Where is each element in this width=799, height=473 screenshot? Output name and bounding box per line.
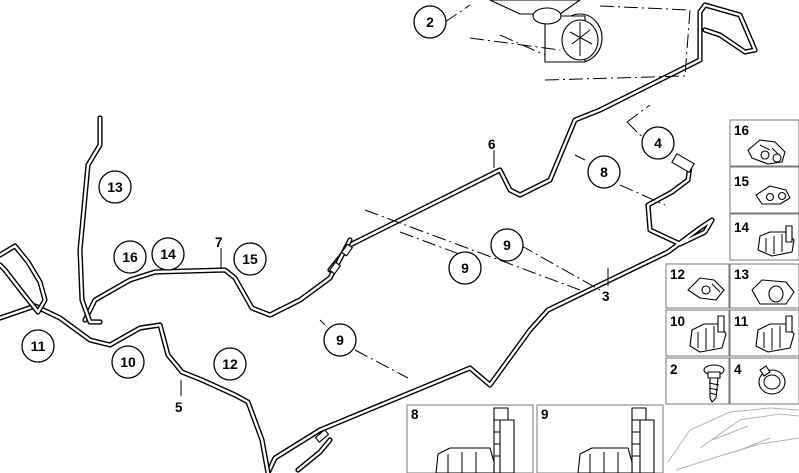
part-cell-8: 8: [406, 404, 534, 473]
part-9-label: 9: [541, 407, 549, 422]
label-3: 3: [602, 268, 610, 304]
pipe-connectors: [314, 153, 695, 443]
callout-9-b: 9: [448, 251, 482, 285]
label-5: 5: [175, 380, 183, 415]
part-10-label: 10: [670, 314, 685, 329]
part-13-label: 13: [734, 267, 750, 282]
callout-2-text: 2: [426, 14, 434, 30]
label-3-text: 3: [602, 289, 610, 304]
label-7: 7: [215, 235, 223, 268]
callout-14-text: 14: [160, 246, 176, 262]
pipe-7: [82, 237, 353, 323]
part-4-label: 4: [734, 362, 742, 377]
pipe-3: [265, 155, 715, 473]
part-cell-11: 11: [729, 309, 799, 357]
pipe-clip-icon: [755, 185, 791, 205]
pipe-holder-icon: [689, 315, 727, 353]
multi-pipe-holder-icon: [435, 407, 515, 473]
pipe-holder-icon: [757, 225, 795, 257]
callout-9-a: 9: [490, 228, 524, 262]
callout-13-text: 13: [107, 179, 123, 195]
callout-9c-text: 9: [336, 332, 344, 348]
screw-icon: [703, 364, 725, 403]
callout-9a-text: 9: [503, 237, 511, 253]
pipe-end-loop: [0, 243, 48, 315]
part-cell-2: 2: [665, 357, 730, 405]
part-15-label: 15: [734, 174, 750, 189]
callout-2: 2: [413, 5, 447, 39]
part-2-label: 2: [670, 362, 678, 377]
callout-16: 16: [113, 240, 147, 274]
pipe-5: [0, 303, 271, 473]
label-6: 6: [488, 137, 496, 168]
part-cell-15: 15: [729, 166, 799, 214]
callout-8-text: 8: [600, 164, 608, 180]
pipe-6: [327, 2, 758, 273]
pipe-13: [77, 115, 103, 325]
fuel-filter: [489, 0, 603, 63]
callout-4-text: 4: [654, 135, 662, 151]
hose-clamp-icon: [758, 365, 786, 395]
cable-clip-icon: [751, 279, 795, 305]
leader-lines: [319, 4, 691, 379]
label-5-text: 5: [175, 400, 183, 415]
part-16-label: 16: [734, 123, 750, 138]
label-6-text: 6: [488, 137, 496, 152]
callout-15-text: 15: [242, 251, 258, 267]
part-11-label: 11: [734, 314, 749, 329]
part-cell-12: 12: [665, 263, 730, 309]
callout-10-text: 10: [120, 354, 136, 370]
callout-9-c: 9: [323, 323, 357, 357]
callout-8: 8: [587, 155, 621, 189]
callout-4: 4: [641, 126, 675, 160]
pipe-holder-icon: [755, 315, 795, 353]
callout-12-text: 12: [222, 356, 238, 372]
callout-12: 12: [213, 347, 247, 381]
part-8-label: 8: [411, 407, 419, 422]
part-cell-9: 9: [536, 404, 664, 473]
multi-pipe-holder-icon: [577, 407, 655, 473]
callout-11-text: 11: [31, 338, 46, 354]
callout-13: 13: [98, 170, 132, 204]
callout-10: 10: [111, 345, 145, 379]
single-clip-icon: [687, 277, 725, 301]
part-cell-10: 10: [665, 309, 730, 357]
part-12-label: 12: [670, 267, 685, 282]
parts-panel: 16 15 14: [406, 119, 799, 473]
callout-11: 11: [21, 329, 55, 363]
part-14-label: 14: [734, 220, 750, 235]
part-cell-14: 14: [729, 213, 799, 261]
callout-15: 15: [233, 242, 267, 276]
double-pipe-clip-icon: [747, 139, 786, 165]
callout-16-text: 16: [122, 249, 138, 265]
car-silhouette-icon: [667, 407, 799, 471]
callout-9b-text: 9: [461, 260, 469, 276]
callout-14: 14: [151, 237, 185, 271]
part-cell-4: 4: [729, 357, 799, 405]
pipe-lower-right: [295, 437, 333, 473]
part-cell-13: 13: [729, 263, 799, 309]
part-cell-16: 16: [729, 119, 799, 167]
label-7-text: 7: [215, 235, 223, 250]
